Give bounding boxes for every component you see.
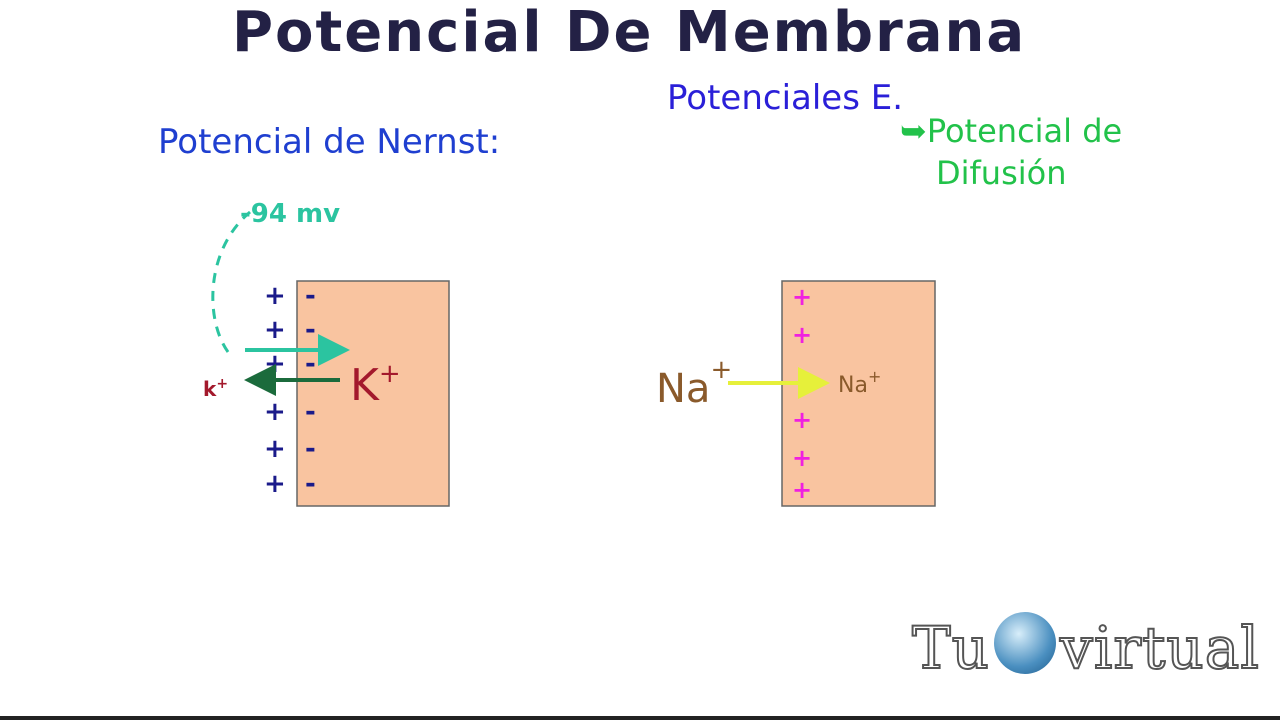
- na-inside-label: Na+: [838, 367, 881, 398]
- inside-positive-charge: +: [792, 476, 812, 504]
- inside-positive-charge: +: [792, 321, 812, 349]
- potential-label: -94 mv: [240, 199, 340, 229]
- inside-negative-charge: -: [305, 434, 316, 464]
- outside-positive-charge: +: [264, 315, 286, 345]
- outside-positive-charge: +: [264, 397, 286, 427]
- diffusion-heading-line1: ➥Potencial de: [900, 112, 1123, 150]
- left-cell-membrane: [296, 280, 450, 507]
- globe-icon: [994, 612, 1057, 674]
- outside-positive-charge: +: [264, 469, 286, 499]
- inside-positive-charge: +: [792, 444, 812, 472]
- inside-positive-charge: +: [792, 283, 812, 311]
- page-title: Potencial De Membrana: [232, 0, 1027, 65]
- arrow-right-icon: ➥: [900, 112, 927, 150]
- inside-negative-charge: -: [305, 349, 316, 379]
- outside-positive-charge: +: [264, 281, 286, 311]
- inside-negative-charge: -: [305, 469, 316, 499]
- potentials-heading: Potenciales E.: [667, 78, 904, 118]
- inside-positive-charge: +: [792, 406, 812, 434]
- k-inside-label: K+: [350, 359, 401, 411]
- inside-negative-charge: -: [305, 397, 316, 427]
- outside-positive-charge: +: [264, 349, 286, 379]
- na-outside-label: Na+: [656, 355, 732, 412]
- inside-negative-charge: -: [305, 315, 316, 345]
- outside-positive-charge: +: [264, 434, 286, 464]
- diffusion-heading-line2: Difusión: [936, 154, 1067, 192]
- nernst-heading: Potencial de Nernst:: [158, 122, 501, 162]
- inside-negative-charge: -: [305, 281, 316, 311]
- potential-dashed-curve: [211, 210, 251, 353]
- video-progress-bar: [0, 716, 1280, 720]
- k-outside-label: k+: [203, 376, 228, 401]
